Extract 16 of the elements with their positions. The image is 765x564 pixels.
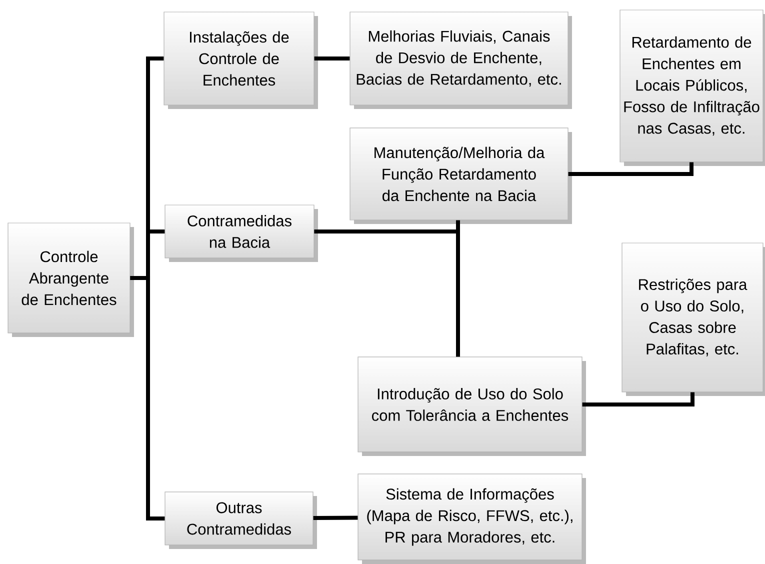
process-box: Retardamento de Enchentes em Locais Públicos, Fosso de Infiltração nas Casas, etc. — [620, 10, 765, 166]
process-box: Outras Contramedidas — [164, 492, 317, 549]
process-box: Contramedidas na Bacia — [164, 204, 318, 262]
process-box: Manutenção/Melhoria da Função Retardamento da Enchente na Bacia — [350, 128, 572, 224]
connector-line — [130, 276, 165, 520]
process-box: Introdução de Uso do Solo com Tolerância a Enchentes — [358, 356, 586, 456]
process-box: Controle Abrangente de Enchentes — [8, 222, 134, 337]
connector-line — [313, 516, 358, 520]
process-box: Restrições para o Uso do Solo, Casas sobre Palafitas, etc. — [622, 242, 765, 396]
process-box: Sistema de Informações (Mapa de Risco, FFWS, etc.), PR para Moradores, etc. — [358, 474, 586, 564]
connector-line — [314, 230, 460, 357]
process-box: Instalações de Controle de Enchentes — [164, 12, 318, 109]
process-box: Melhorias Fluviais, Canais de Desvio de Enchente, Bacias de Retardamento, etc. — [350, 12, 572, 109]
connector-line — [582, 392, 694, 406]
connector-line — [314, 56, 350, 60]
connector-line — [568, 162, 694, 176]
